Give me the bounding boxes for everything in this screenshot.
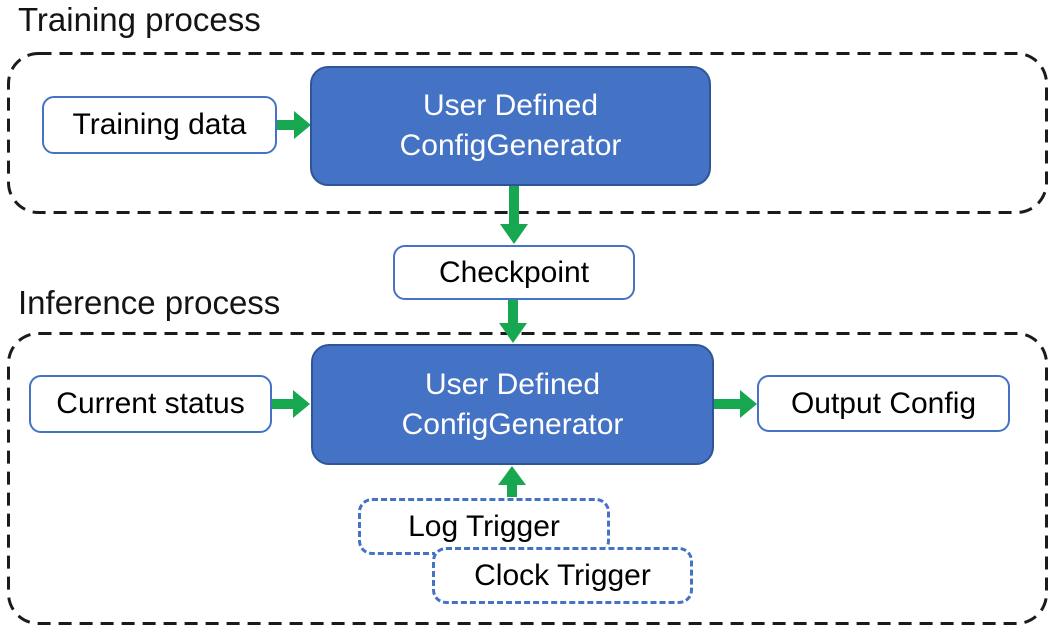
training-process-container xyxy=(7,52,1048,214)
clock-trigger-box: Clock Trigger xyxy=(432,547,693,604)
arrow-generator-to-checkpoint xyxy=(500,186,528,244)
arrow-training-data-to-generator xyxy=(277,111,311,139)
arrow-generator-to-output-config xyxy=(713,390,757,418)
inference-config-generator-box: User Defined ConfigGenerator xyxy=(311,344,714,465)
training-process-label: Training process xyxy=(18,1,261,38)
arrow-current-status-to-generator xyxy=(271,390,310,418)
checkpoint-box: Checkpoint xyxy=(393,245,635,300)
inference-config-generator-line1: User Defined xyxy=(424,367,601,401)
clock-trigger-label: Clock Trigger xyxy=(474,558,651,592)
training-config-generator-line2: ConfigGenerator xyxy=(399,129,622,162)
current-status-box: Current status xyxy=(29,375,272,433)
inference-config-generator-line2: ConfigGenerator xyxy=(401,407,624,441)
checkpoint-label: Checkpoint xyxy=(438,255,590,289)
current-status-label: Current status xyxy=(56,387,245,420)
arrow-checkpoint-to-generator xyxy=(499,300,527,343)
output-config-label: Output Config xyxy=(790,386,977,420)
training-config-generator-box: User Defined ConfigGenerator xyxy=(310,66,711,186)
output-config-box: Output Config xyxy=(757,375,1010,432)
arrow-trigger-to-generator xyxy=(498,466,526,497)
inference-process-label: Inference process xyxy=(18,284,281,321)
inference-process-container xyxy=(7,332,1048,625)
log-trigger-label: Log Trigger xyxy=(408,509,560,543)
training-data-label: Training data xyxy=(72,108,247,141)
training-config-generator-line1: User Defined xyxy=(422,89,599,122)
training-data-box: Training data xyxy=(42,96,277,154)
